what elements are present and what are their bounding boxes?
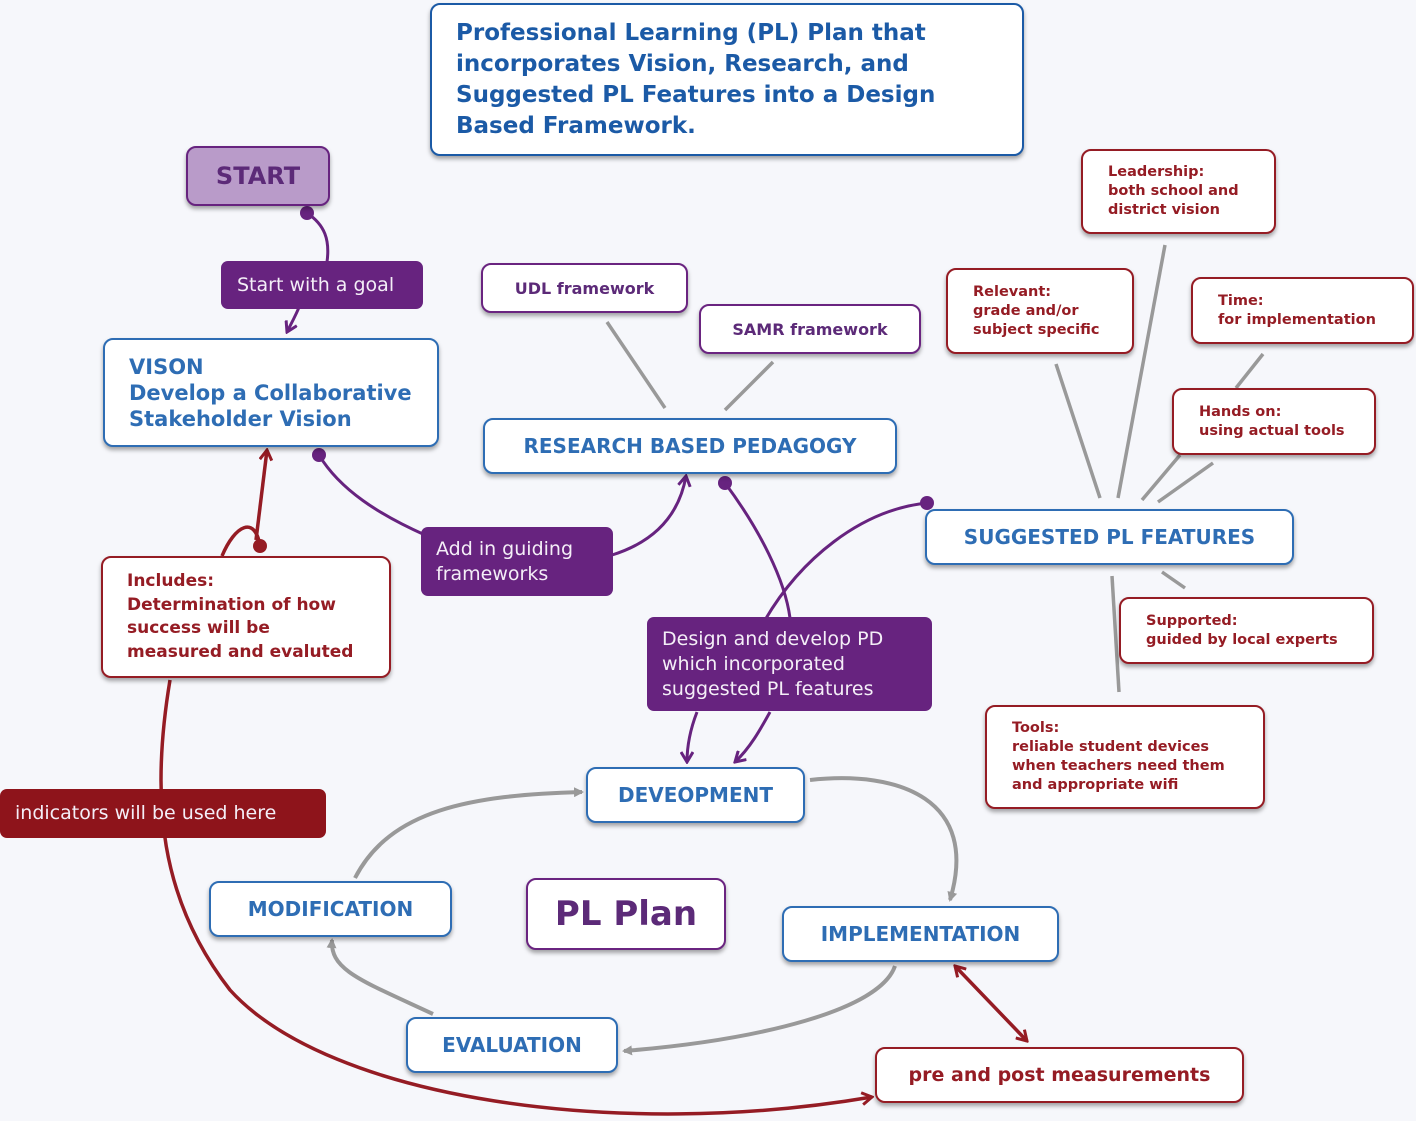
connector-includes-loop xyxy=(220,525,262,557)
relevant-label: Relevant: grade and/or subject specific xyxy=(973,283,1100,338)
pre-post-measurements-node[interactable]: pre and post measurements xyxy=(875,1047,1244,1103)
tools-label: Tools: reliable student devices when tea… xyxy=(1012,720,1225,793)
connector-modification-development xyxy=(353,787,584,879)
udl-label: UDL framework xyxy=(514,278,655,298)
design-develop-label: Design and develop PD which incorporated… xyxy=(647,617,932,711)
indicators-text: indicators will be used here xyxy=(15,802,277,824)
connector-includes-vision xyxy=(254,450,267,541)
hands-on-label: Hands on: using actual tools xyxy=(1199,403,1345,439)
title-box: Professional Learning (PL) Plan that inc… xyxy=(430,3,1024,156)
tools-node[interactable]: Tools: reliable student devices when tea… xyxy=(985,705,1265,809)
start-goal-text: Start with a goal xyxy=(237,273,395,296)
connector-evaluation-modification xyxy=(326,938,434,1016)
pl-plan-label: PL Plan xyxy=(554,894,698,934)
connector-supported xyxy=(1161,570,1186,590)
connector-development-implementation xyxy=(809,776,959,902)
implementation-label: IMPLEMENTATION xyxy=(820,922,1021,946)
pl-plan-node[interactable]: PL Plan xyxy=(526,878,726,950)
evaluation-node[interactable]: EVALUATION xyxy=(406,1017,618,1073)
research-label: RESEARCH BASED PEDAGOGY xyxy=(523,434,857,458)
connector-leadership xyxy=(1116,244,1167,499)
pre-post-label: pre and post measurements xyxy=(908,1064,1211,1086)
implementation-node[interactable]: IMPLEMENTATION xyxy=(782,906,1059,962)
connector-samr xyxy=(723,360,775,412)
start-label: START xyxy=(215,162,301,190)
time-label: Time: for implementation xyxy=(1218,292,1376,328)
connector-suggested-development xyxy=(687,501,928,762)
leadership-label: Leadership: both school and district vis… xyxy=(1108,164,1239,218)
supported-label: Supported: guided by local experts xyxy=(1146,612,1338,648)
guiding-frameworks-label: Add in guiding frameworks xyxy=(421,527,613,596)
connector-implementation-evaluation xyxy=(622,965,897,1056)
connector-tools xyxy=(1110,575,1121,693)
title-text: Professional Learning (PL) Plan that inc… xyxy=(456,19,936,139)
guiding-frameworks-text: Add in guiding frameworks xyxy=(436,537,574,585)
evaluation-label: EVALUATION xyxy=(442,1033,582,1057)
development-node[interactable]: DEVEOPMENT xyxy=(586,767,805,823)
connector-relevant xyxy=(1054,363,1102,499)
relevant-node[interactable]: Relevant: grade and/or subject specific xyxy=(946,268,1134,354)
modification-node[interactable]: MODIFICATION xyxy=(209,881,452,937)
start-goal-label: Start with a goal xyxy=(221,261,423,309)
connector-hands-on-2 xyxy=(1156,461,1215,504)
includes-node[interactable]: Includes: Determination of how success w… xyxy=(101,556,391,678)
vision-label: VISON Develop a Collaborative Stakeholde… xyxy=(129,354,412,431)
connector-time xyxy=(1234,352,1265,390)
research-pedagogy-node[interactable]: RESEARCH BASED PEDAGOGY xyxy=(483,418,897,474)
connector-implementation-prepost xyxy=(955,966,1027,1041)
leadership-node[interactable]: Leadership: both school and district vis… xyxy=(1081,149,1276,234)
connector-research-development xyxy=(725,482,792,762)
connector-udl xyxy=(605,321,667,409)
includes-label: Includes: Determination of how success w… xyxy=(127,571,354,662)
samr-framework-node[interactable]: SAMR framework xyxy=(699,304,921,354)
suggested-label: SUGGESTED PL FEATURES xyxy=(963,525,1256,549)
connector-vision-research xyxy=(317,454,686,557)
design-develop-text: Design and develop PD which incorporated… xyxy=(662,627,884,700)
modification-label: MODIFICATION xyxy=(247,897,414,921)
start-node[interactable]: START xyxy=(186,146,330,206)
indicators-label: indicators will be used here xyxy=(0,789,326,838)
development-label: DEVEOPMENT xyxy=(617,783,773,807)
hands-on-node[interactable]: Hands on: using actual tools xyxy=(1172,388,1376,455)
vision-node[interactable]: VISON Develop a Collaborative Stakeholde… xyxy=(103,338,439,447)
udl-framework-node[interactable]: UDL framework xyxy=(481,263,688,313)
suggested-features-node[interactable]: SUGGESTED PL FEATURES xyxy=(925,509,1294,565)
supported-node[interactable]: Supported: guided by local experts xyxy=(1119,597,1374,664)
samr-label: SAMR framework xyxy=(732,319,888,339)
connector-hands-on xyxy=(1140,453,1182,502)
time-node[interactable]: Time: for implementation xyxy=(1191,277,1414,344)
